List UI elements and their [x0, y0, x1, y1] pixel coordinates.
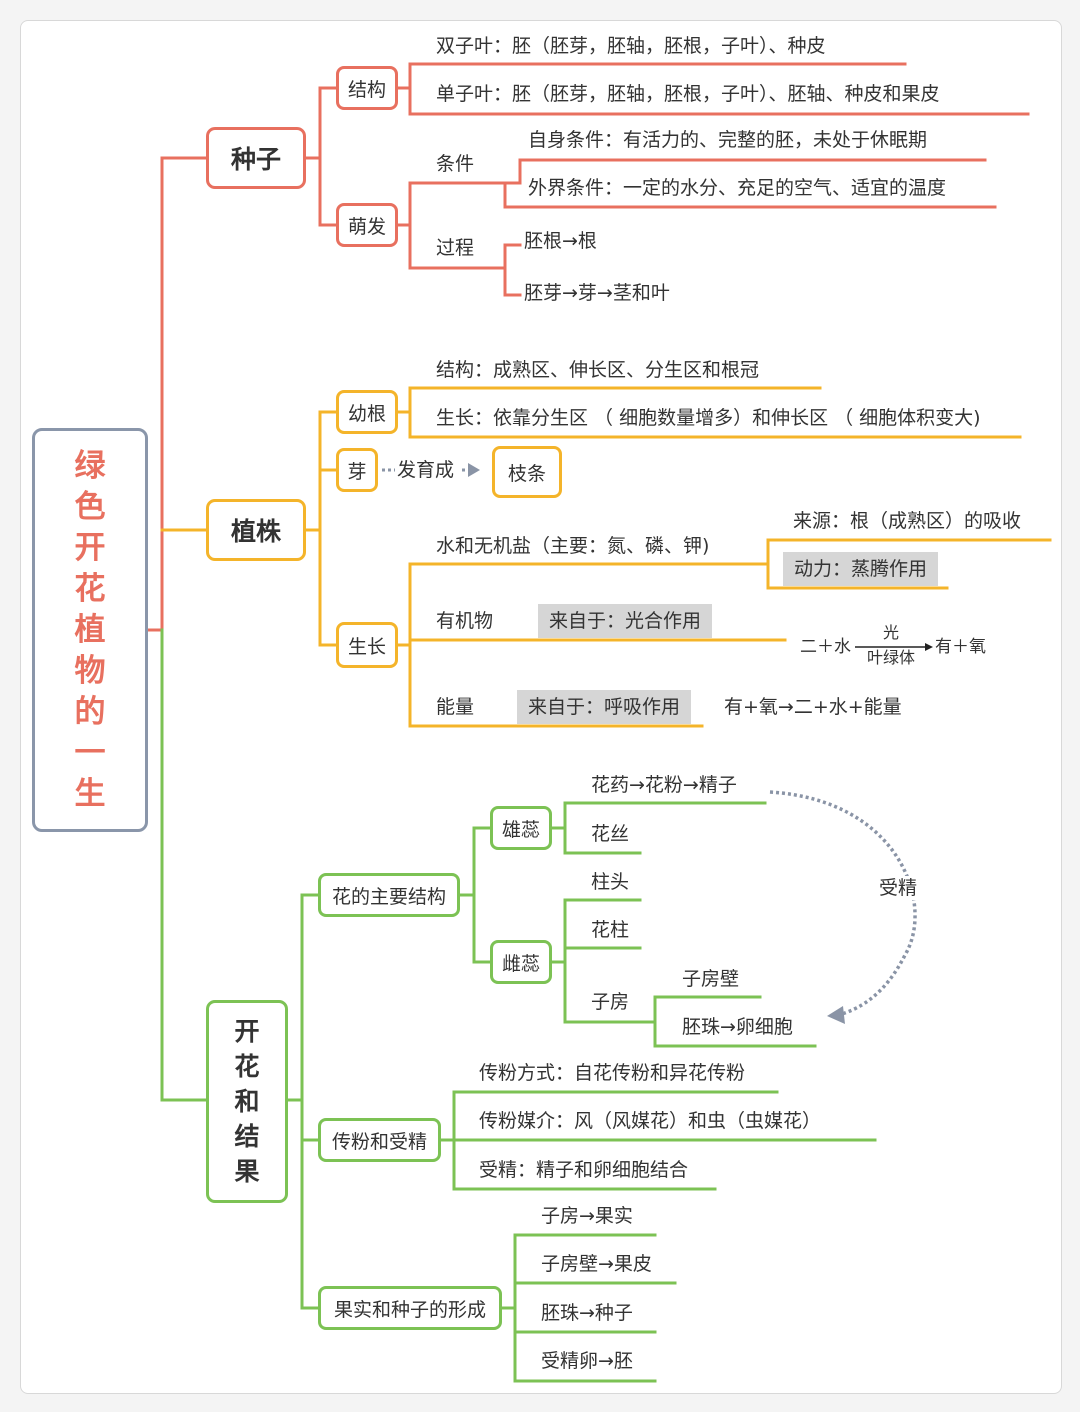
fertilization-arrow	[769, 790, 917, 1024]
internal-condition-text: 自身条件：有活力的、完整的胚，未处于休眠期	[528, 129, 928, 151]
pollination-medium-text: 传粉媒介：风（风媒花）和虫（虫媒花）	[479, 1110, 822, 1132]
root-node[interactable]: 绿色开花植物的一生	[32, 428, 148, 832]
germination-label: 萌发	[347, 215, 386, 238]
photosynthesis-chloroplast: 叶绿体	[867, 648, 916, 667]
monocot-text: 单子叶：胚（胚芽，胚轴，胚根，子叶）、胚轴、种皮和果皮	[436, 83, 940, 105]
develops-text: 发育成	[397, 459, 455, 481]
filament-text: 花丝	[591, 823, 630, 845]
stamen-label: 雄蕊	[501, 818, 540, 841]
plant-node[interactable]: 植株	[206, 499, 306, 561]
ovary-label: 子房	[591, 991, 630, 1013]
main-structure-label: 花的主要结构	[331, 885, 446, 908]
pistil-node[interactable]: 雌蕊	[490, 940, 552, 984]
stigma-text: 柱头	[591, 871, 630, 893]
fruit-item: 子房壁→果皮	[541, 1253, 652, 1275]
conditions-label: 条件	[436, 153, 475, 175]
fruit-item: 子房→果实	[541, 1205, 633, 1227]
pollination-label: 传粉和受精	[331, 1130, 427, 1153]
organic-label: 有机物	[436, 610, 494, 632]
branch-node[interactable]: 枝条	[492, 446, 562, 498]
fruit-item: 受精卵→胚	[541, 1350, 633, 1372]
water-minerals-text: 水和无机盐（主要：氮、磷、钾)	[436, 535, 710, 557]
root-growth-text: 生长：依靠分生区 （ 细胞数量增多）和伸长区 （ 细胞体积变大)	[436, 407, 981, 429]
fruit-seed-node[interactable]: 果实和种子的形成	[318, 1286, 502, 1330]
photosynthesis-right: 有＋氧	[935, 637, 986, 657]
branch-label: 枝条	[507, 462, 546, 485]
radicle-text: 胚根→根	[524, 230, 597, 252]
pollination-method-text: 传粉方式：自花传粉和异花传粉	[479, 1062, 746, 1084]
develops-arrow	[382, 463, 480, 477]
seed-node[interactable]: 种子	[206, 127, 306, 189]
young-root-node[interactable]: 幼根	[336, 390, 398, 434]
photosynthesis-light: 光	[883, 623, 900, 642]
germination-node[interactable]: 萌发	[336, 203, 398, 247]
growth-node[interactable]: 生长	[336, 622, 398, 668]
process-label: 过程	[436, 237, 475, 259]
main-structure-node[interactable]: 花的主要结构	[318, 873, 460, 917]
flower-fruit-label: 开花和结果	[234, 1017, 260, 1186]
anther-text: 花药→花粉→精子	[591, 774, 737, 796]
water-source-text: 来源：根（成熟区）的吸收	[793, 510, 1022, 532]
fruit-item: 胚珠→种子	[541, 1302, 633, 1324]
style-text: 花柱	[591, 919, 630, 941]
young-root-label: 幼根	[347, 402, 386, 425]
bud-label: 芽	[347, 460, 367, 483]
ovule-text: 胚珠→卵细胞	[682, 1016, 793, 1038]
plant-label: 植株	[230, 517, 281, 546]
seed-structure-label: 结构	[347, 78, 386, 101]
bud-node[interactable]: 芽	[336, 448, 378, 492]
dicot-text: 双子叶：胚（胚芽，胚轴，胚根，子叶）、种皮	[436, 35, 826, 57]
pistil-label: 雌蕊	[501, 952, 540, 975]
ovary-wall-text: 子房壁	[682, 968, 740, 990]
respiration-equation: 有+氧→二+水+能量	[724, 696, 902, 718]
stamen-node[interactable]: 雄蕊	[490, 806, 552, 850]
organic-source-note: 来自于：光合作用	[538, 604, 713, 638]
photosynthesis-left: 二＋水	[800, 637, 851, 657]
plumule-text: 胚芽→芽→茎和叶	[524, 282, 670, 304]
pollination-node[interactable]: 传粉和受精	[318, 1118, 441, 1162]
seed-label: 种子	[230, 145, 281, 174]
root-title: 绿色开花植物的一生	[74, 447, 106, 812]
external-condition-text: 外界条件：一定的水分、充足的空气、适宜的温度	[528, 177, 947, 199]
fruit-seed-label: 果实和种子的形成	[333, 1298, 486, 1321]
photosynthesis-arrow	[855, 643, 933, 651]
growth-label: 生长	[347, 635, 386, 658]
water-power-note: 动力：蒸腾作用	[783, 552, 939, 586]
energy-source-note: 来自于：呼吸作用	[517, 690, 692, 724]
seed-structure-node[interactable]: 结构	[336, 66, 398, 110]
energy-label: 能量	[436, 696, 475, 718]
root-structure-text: 结构：成熟区、伸长区、分生区和根冠	[436, 359, 760, 381]
fertilization-text: 受精：精子和卵细胞结合	[479, 1159, 689, 1181]
fertilization-label: 受精	[879, 876, 918, 900]
flower-fruit-node[interactable]: 开花和结果	[206, 1000, 288, 1203]
